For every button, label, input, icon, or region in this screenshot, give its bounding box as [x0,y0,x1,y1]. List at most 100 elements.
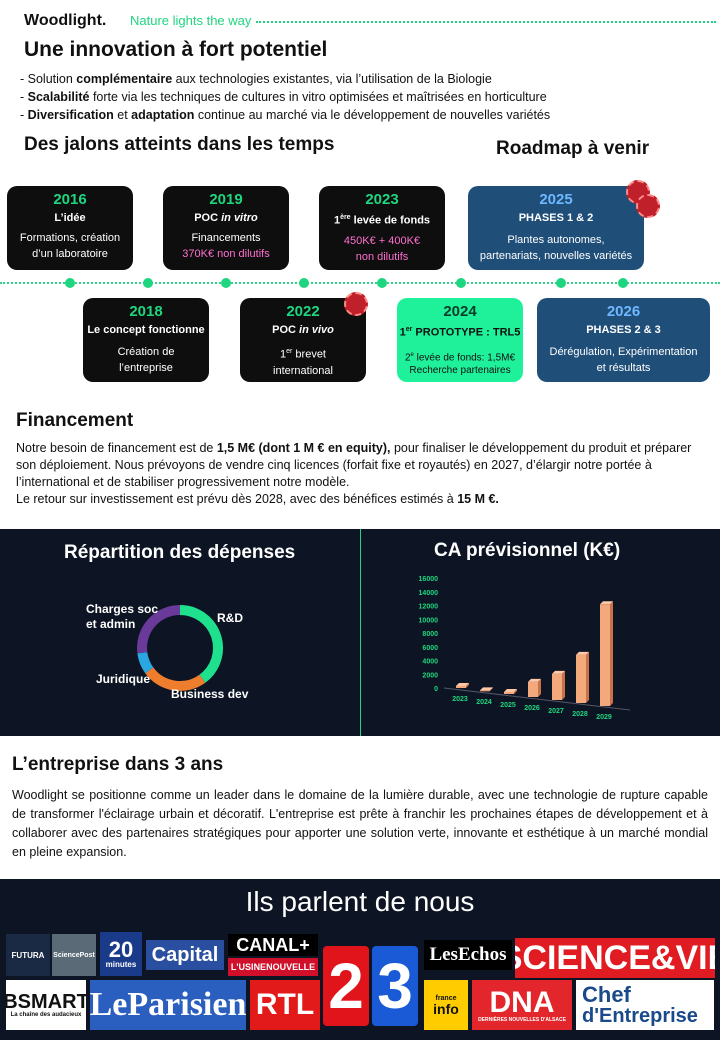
brand-tagline: Nature lights the way [130,13,252,28]
logo-futura: FUTURA [6,934,50,976]
timeline-dot-2024 [456,278,466,288]
donut-slice-1 [145,667,206,691]
donut-slice-2 [137,651,154,674]
bar-2025 [504,691,514,694]
financement-title: Financement [16,410,134,431]
donut-label-charges: Charges soc et admin [86,602,159,631]
x-tick-label-2024: 2024 [476,699,492,706]
milestone-2018: 2018 Le concept fonctionne Création de l… [83,298,209,382]
revenue-chart-title: CA prévisionnel (K€) [434,540,621,561]
bar-side-2024 [490,687,493,691]
company-text: Woodlight se positionne comme un leader … [12,788,708,859]
bar-side-2025 [514,688,517,694]
expenses-donut-chart [137,605,223,691]
timeline-dot-2016 [65,278,75,288]
donut-slice-0 [179,605,223,683]
logo-bsmart: BSMART La chaîne des audacieux [6,980,86,1030]
header-divider [256,21,716,23]
bar-top-2029 [600,601,613,605]
y-tick-label: 14000 [419,590,439,597]
timeline-dot-2023 [377,278,387,288]
bar-2024 [480,690,490,692]
y-tick-label: 6000 [422,645,438,652]
innovation-title: Une innovation à fort potentiel [24,38,328,61]
donut-label-business: Business dev [171,687,249,701]
bar-side-2026 [538,678,541,697]
brand-logo: Woodlight. [24,12,107,29]
donut-label-rd: R&D [217,611,243,625]
bar-top-2025 [504,688,517,692]
bar-top-2027 [552,670,565,674]
donut-slice-3 [137,605,181,654]
bar-side-2028 [586,651,589,703]
milestone-2025: 2025 PHASES 1 & 2 Plantes autonomes, par… [468,186,644,270]
bar-2027 [552,673,562,700]
financement-text: Notre besoin de financement est de 1,5 M… [16,441,692,506]
bar-side-2027 [562,670,565,700]
milestone-2026: 2026 PHASES 2 & 3 Dérégulation, Expérime… [537,298,710,382]
logo-chef-entreprise: Chef d'Entreprise [576,980,714,1030]
x-tick-label-2029: 2029 [596,714,612,721]
bar-top-2024 [480,687,493,691]
x-tick-label-2025: 2025 [500,702,516,709]
charts-divider [360,529,361,736]
logo-sciencepost: SciencePost [52,934,96,976]
logo-rtl: RTL [250,980,320,1030]
milestone-2023: 2023 1ère levée de fonds 450K€ + 400K€ n… [319,186,445,270]
x-tick-label-2028: 2028 [572,711,588,718]
x-tick-label-2027: 2027 [548,708,564,715]
logo-france3: 3 [372,946,418,1026]
bar-top-2028 [576,651,589,655]
press-title: Ils parlent de nous [245,886,475,917]
roadmap-title: Roadmap à venir [496,138,650,159]
logo-science-et-vie: SCIENCE&VIE [515,938,715,978]
bar-top-2026 [528,678,541,682]
expenses-chart-title: Répartition des dépenses [64,542,296,563]
logo-franceinfo: france info [424,980,468,1030]
bar-2028 [576,654,586,703]
logo-le-parisien: LeParisien [90,980,246,1030]
award-seal-icon [344,292,368,316]
bullet-1: - Solution complémentaire aux technologi… [20,72,492,86]
milestone-2024: 2024 1er PROTOTYPE : TRL5 2e levée de fo… [397,298,523,382]
revenue-bar-chart: 0 2000 4000 6000 8000 10000 12000 14000 16000 202… [419,576,631,721]
innovation-bullets: - Solution complémentaire aux technologi… [20,70,550,124]
y-tick-label: 0 [434,686,438,693]
milestone-2019: 2019 POC in vitro Financements 370K€ non… [163,186,289,270]
y-tick-label: 8000 [422,631,438,638]
x-tick-label-2023: 2023 [452,696,468,703]
company-title: L’entreprise dans 3 ans [12,754,224,775]
bar-2023 [456,685,466,688]
logo-usine-nouvelle: L'USINENOUVELLE [228,958,318,976]
bar-2029 [600,604,610,706]
milestone-2022: 2022 POC in vivo 1er brevet internationa… [240,298,366,382]
milestones-title: Des jalons atteints dans les temps [24,134,335,155]
award-seal-icon [636,194,660,218]
logo-capital: Capital [146,940,224,970]
bar-top-2023 [456,682,469,686]
timeline-dot-2025 [556,278,566,288]
logo-dna: DNA DERNIÈRES NOUVELLES D'ALSACE [472,980,572,1030]
y-tick-label: 2000 [422,672,438,679]
logo-20minutes: 20 minutes [100,932,142,976]
timeline-axis [0,282,720,284]
x-axis-line [443,687,631,711]
bullet-2: - Scalabilité forte via les techniques d… [20,90,547,104]
timeline-dot-2026 [618,278,628,288]
donut-label-juridique: Juridique [96,672,151,686]
bullet-3: - Diversification et adaptation continue… [20,108,551,122]
y-tick-label: 4000 [422,659,438,666]
y-tick-label: 16000 [419,576,439,583]
bar-2026 [528,681,538,697]
bar-side-2023 [466,682,469,688]
timeline-dot-2022 [299,278,309,288]
x-tick-label-2026: 2026 [524,705,540,712]
milestone-2016: 2016 L’idée Formations, création d’un la… [7,186,133,270]
timeline-dot-2018 [143,278,153,288]
bar-side-2029 [610,601,613,706]
logo-france2: 2 [323,946,369,1026]
y-tick-label: 10000 [419,617,439,624]
logo-les-echos: LesEchos [424,940,512,970]
y-tick-label: 12000 [419,604,439,611]
timeline-dot-2019 [221,278,231,288]
